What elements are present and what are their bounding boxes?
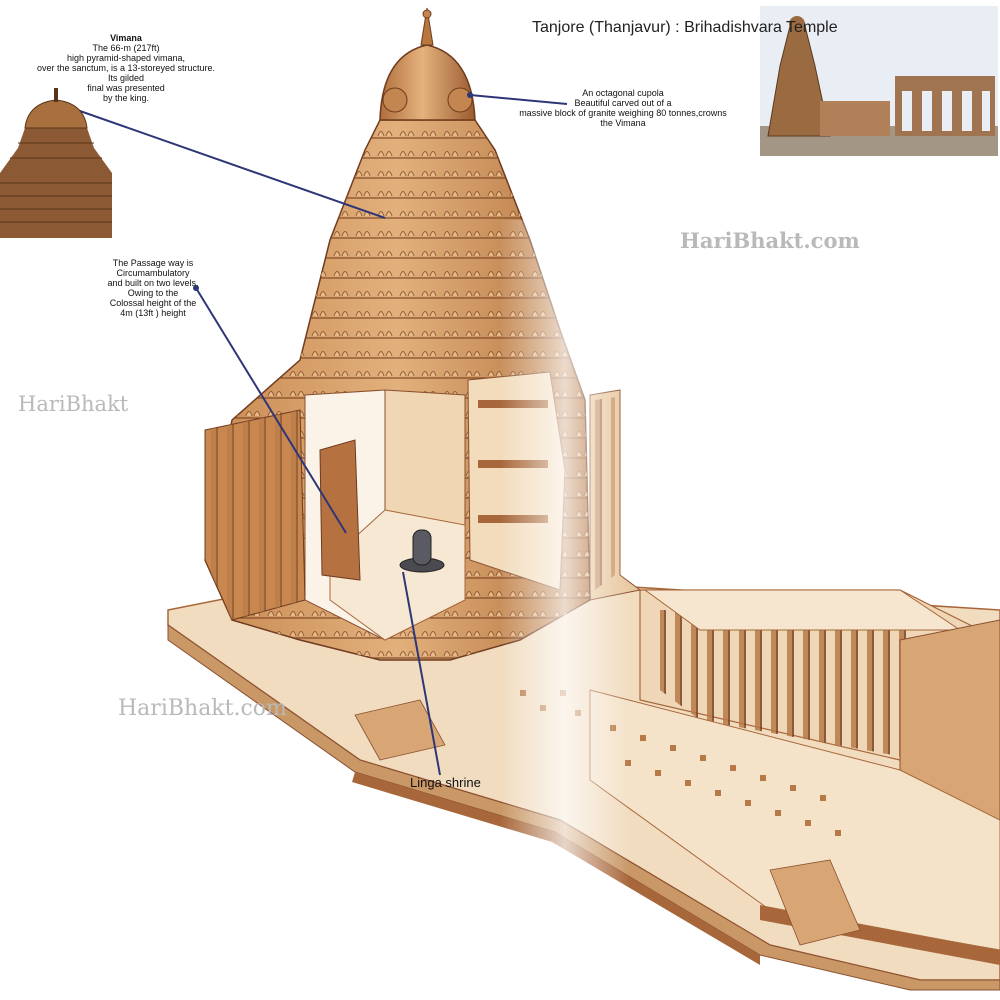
vimana-line: final was presented: [87, 83, 165, 94]
octagonal-cupola: [379, 7, 476, 121]
light-glow-overlay: [500, 220, 630, 920]
passage-line: and built on two levels.: [107, 278, 199, 289]
watermark-left: HariBhakt: [18, 392, 129, 416]
vimana-annotation: Vimana The 66-m (217ft) high pyramid-sha…: [37, 33, 215, 104]
vimana-line: Its gilded: [107, 73, 145, 84]
watermark-bottom-left: HariBhakt.com: [118, 696, 287, 721]
watermark-top-right: HariBhakt.com: [680, 228, 860, 253]
temple-photo: [760, 6, 998, 156]
passage-annotation: The Passage way is Circumambulatory and …: [98, 258, 208, 318]
vimana-line: by the king.: [102, 93, 150, 104]
cupola-annotation: An octagonal cupola Beautiful carved out…: [503, 88, 743, 128]
cupola-line: Beautiful carved out of a: [574, 98, 672, 109]
page-title: Tanjore (Thanjavur) : Brihadishvara Temp…: [532, 19, 838, 36]
passage-line: Owing to the: [127, 288, 179, 299]
vimana-line: over the sanctum, is a 13-storeyed struc…: [36, 63, 216, 74]
temple-stairs: [354, 699, 861, 946]
leader-dots: [57, 92, 473, 291]
vimana-heading: Vimana: [110, 33, 142, 43]
linga-shrine-label: Linga shrine: [410, 775, 481, 790]
vimana-leader-line: [59, 103, 386, 219]
cupola-leader-line: [469, 94, 568, 105]
passage-line: 4m (13ft ) height: [120, 308, 186, 319]
vimana-line: The 66-m (217ft): [92, 43, 160, 54]
cupola-line: An octagonal cupola: [582, 88, 664, 98]
leader-lines: [59, 94, 568, 776]
vimana-line: high pyramid-shaped vimana,: [66, 53, 186, 64]
cupola-line: the Vimana: [600, 118, 646, 129]
linga-leader-line: [402, 571, 441, 776]
passage-line: Colossal height of the: [109, 298, 197, 309]
passage-line: The Passage way is: [112, 258, 194, 268]
vimana-photo: [0, 88, 112, 238]
passage-leader-line: [195, 287, 347, 534]
cupola-line: massive block of granite weighing 80 ton…: [519, 108, 727, 119]
mandapa-hall: [520, 589, 1000, 965]
passage-line: Circumambulatory: [116, 268, 190, 279]
